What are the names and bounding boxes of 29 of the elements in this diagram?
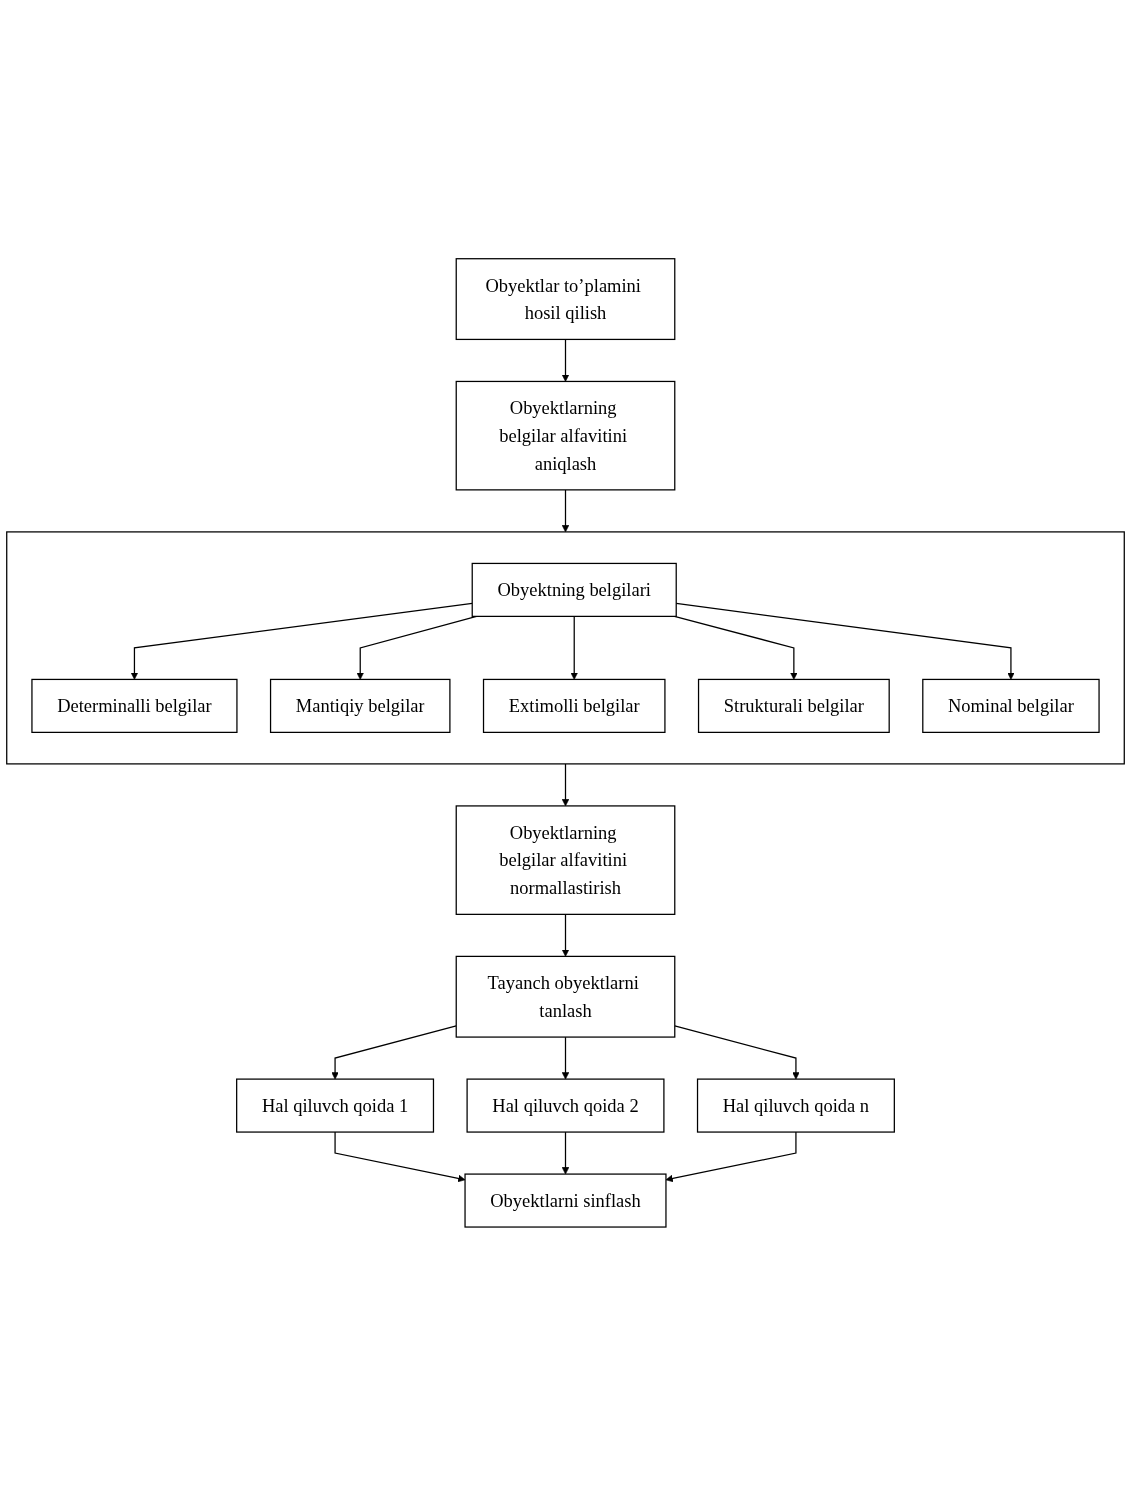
arrow [561, 1036, 570, 1080]
arrow [570, 615, 578, 680]
arrow [675, 602, 1015, 680]
arrow [130, 602, 473, 680]
node-box: Hal qiluvch qoida 2 [466, 1078, 665, 1133]
arrow [561, 763, 570, 807]
arrow [334, 1131, 466, 1183]
arrow [331, 1025, 457, 1080]
arrow [674, 1025, 800, 1080]
arrow [561, 913, 570, 957]
node-box: Obyektlar to’plamini hosil qilish [455, 258, 676, 341]
cluster [6, 531, 1125, 765]
node-box: Hal qiluvch qoida 1 [236, 1078, 435, 1133]
arrow [673, 615, 798, 680]
arrow [561, 338, 570, 382]
node-box: Extimolli belgilar [482, 678, 666, 734]
node-box: Obyektlarni sinflash [464, 1173, 667, 1228]
arrow [665, 1131, 797, 1183]
node-box: Obyektning belgilari [471, 562, 677, 618]
node-box: Mantiqiy belgilar [269, 678, 451, 734]
node-box: Strukturali belgilar [697, 678, 890, 734]
node-box: Hal qiluvch qoida n [696, 1078, 895, 1133]
arrow [561, 489, 570, 533]
node-box: Determinalli belgilar [31, 678, 238, 734]
node-box: Nominal belgilar [922, 678, 1100, 734]
node-box: Tayanch obyektlarni tanlash [455, 955, 676, 1038]
node-box: Obyektlarning belgilar alfavitini aniqlash [455, 380, 676, 491]
node-box: Obyektlarning belgilar alfavitini normallastirish [455, 805, 676, 916]
arrow [561, 1131, 570, 1175]
